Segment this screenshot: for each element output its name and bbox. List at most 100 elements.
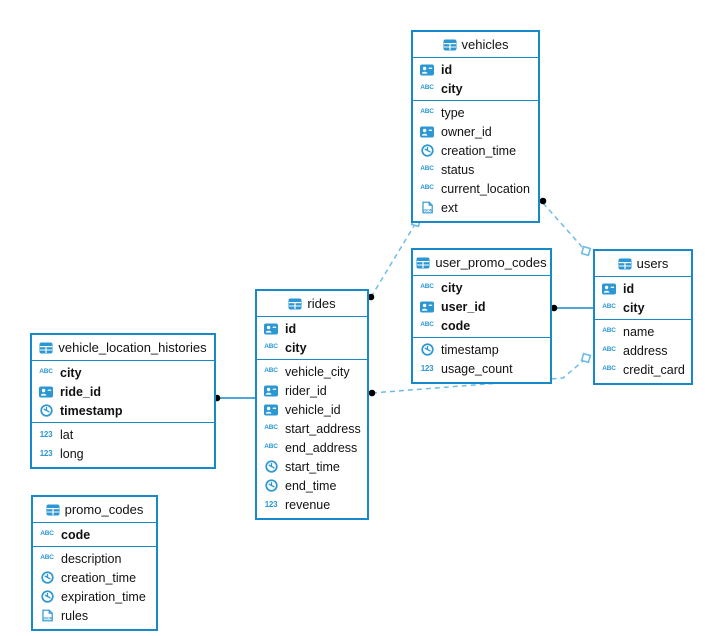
table-icon <box>39 342 53 354</box>
column-name: id <box>441 62 453 77</box>
svg-text:JSON: JSON <box>42 616 52 620</box>
text-type-icon: ABC <box>420 184 434 192</box>
timestamp-icon <box>38 571 56 584</box>
column-name: timestamp <box>441 342 499 357</box>
relationship-user_promo_codes-to-users <box>550 304 593 312</box>
column-row-long: 123 long <box>32 444 214 463</box>
many-end-dot <box>539 197 547 205</box>
table-header[interactable]: vehicle_location_histories <box>32 335 214 361</box>
primary-key-section: ABC code <box>33 523 156 547</box>
relationship-line <box>370 225 415 298</box>
text-type-icon: ABC <box>602 346 616 354</box>
text-type-icon: ABC <box>40 530 54 538</box>
column-name: city <box>60 365 82 380</box>
table-header[interactable]: user_promo_codes <box>413 250 550 276</box>
text-type-icon: ABC <box>420 283 434 291</box>
column-row-address: ABC address <box>595 341 691 360</box>
column-row-city: ABC city <box>413 79 538 98</box>
text-type-icon: ABC <box>420 84 434 92</box>
column-row-vehicle_id: vehicle_id <box>257 400 367 419</box>
column-name: city <box>441 81 463 96</box>
table-header[interactable]: promo_codes <box>33 497 156 523</box>
one-end-marker <box>580 245 592 257</box>
relationship-rides-to-users <box>368 352 592 397</box>
column-row-creation_time: creation_time <box>413 141 538 160</box>
uuid-icon <box>600 283 618 295</box>
column-name: lat <box>60 427 74 442</box>
timestamp-icon <box>262 479 280 492</box>
table-icon <box>618 258 632 270</box>
column-row-rules: JSON rules <box>33 606 156 625</box>
table-header[interactable]: rides <box>257 291 367 317</box>
uuid-icon <box>37 386 55 398</box>
many-end-dot <box>367 293 375 301</box>
table-header[interactable]: users <box>595 251 691 277</box>
timestamp-icon <box>418 144 436 157</box>
column-name: address <box>623 343 668 358</box>
column-name: type <box>441 105 465 120</box>
column-name: current_location <box>441 181 530 196</box>
column-row-lat: 123 lat <box>32 425 214 444</box>
column-name: vehicle_city <box>285 364 350 379</box>
column-name: id <box>623 281 635 296</box>
column-name: vehicle_id <box>285 402 341 417</box>
column-name: owner_id <box>441 124 492 139</box>
uuid-icon <box>262 323 280 335</box>
column-name: code <box>61 527 91 542</box>
svg-text:JSON: JSON <box>422 208 432 212</box>
timestamp-icon <box>262 460 280 473</box>
table-name: rides <box>307 296 336 311</box>
column-name: description <box>61 551 122 566</box>
column-row-creation_time: creation_time <box>33 568 156 587</box>
column-name: name <box>623 324 655 339</box>
column-row-owner_id: owner_id <box>413 122 538 141</box>
number-type-icon: 123 <box>420 363 434 373</box>
timestamp-icon <box>38 590 56 603</box>
table-header[interactable]: vehicles <box>413 32 538 58</box>
json-type-icon: JSON <box>38 609 56 622</box>
number-type-icon: 123 <box>39 448 53 458</box>
table-name: vehicles <box>461 37 509 52</box>
column-name: long <box>60 446 84 461</box>
relationship-vehicle_location_histories-to-rides <box>213 394 255 402</box>
column-name: rules <box>61 608 89 623</box>
relationship-line <box>542 202 584 249</box>
column-row-timestamp: timestamp <box>413 340 550 359</box>
text-type-icon: ABC <box>602 327 616 335</box>
column-row-timestamp: timestamp <box>32 401 214 420</box>
table-icon <box>443 39 457 51</box>
number-type-icon: 123 <box>39 429 53 439</box>
table-name: users <box>636 256 669 271</box>
column-row-name: ABC name <box>595 322 691 341</box>
uuid-icon <box>418 64 436 76</box>
timestamp-icon <box>418 343 436 356</box>
uuid-icon <box>262 404 280 416</box>
text-type-icon: ABC <box>264 367 278 375</box>
text-type-icon: ABC <box>264 424 278 432</box>
column-row-city: ABC city <box>413 278 550 297</box>
column-row-id: id <box>413 60 538 79</box>
column-name: city <box>285 340 307 355</box>
column-row-id: id <box>595 279 691 298</box>
column-name: city <box>441 280 463 295</box>
